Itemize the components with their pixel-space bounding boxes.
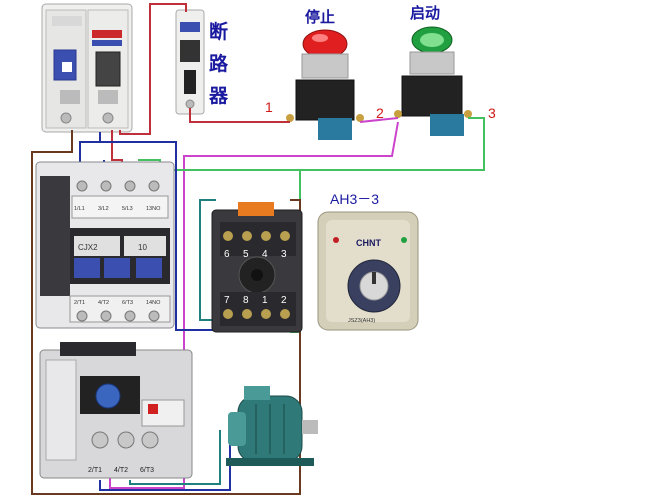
time-relay [317, 211, 419, 331]
thermal-terminal-1: 2/T1 [88, 467, 102, 474]
timer-brand: CHNT [356, 238, 381, 248]
electric-motor [226, 386, 318, 466]
contactor-model: CJX2 [78, 243, 98, 252]
contactor-terminal-top-3: 5/L3 [122, 206, 133, 212]
thermal-terminal-2: 4/T2 [114, 467, 128, 474]
start-pushbutton [394, 26, 472, 136]
contactor-terminal-top-4: 13NO [146, 206, 161, 212]
ac-contactor [35, 161, 175, 329]
stop-button-label: 停止 [305, 8, 335, 26]
relay-terminal-2: 2 [281, 295, 287, 306]
wire-brown-outer [31, 130, 301, 495]
breaker-label-1: 断 [209, 20, 228, 43]
contactor-terminal-top-2: 3/L2 [98, 206, 109, 212]
contactor-rating: 10 [138, 243, 147, 252]
breaker-label-2: 路 [209, 52, 229, 75]
thermal-overload-relay [39, 342, 193, 479]
start-button-label: 启动 [410, 4, 440, 22]
wire-red-stop-feed [189, 108, 290, 123]
contactor-terminal-bottom-3: 6/T3 [122, 300, 133, 306]
stop-pushbutton [286, 29, 364, 140]
wire-magenta-stop-start [359, 117, 399, 123]
contactor-terminal-bottom-1: 2/T1 [74, 300, 85, 306]
wire-number-1: 1 [265, 99, 273, 115]
relay-terminal-7: 7 [224, 295, 230, 306]
relay-terminal-4: 4 [262, 249, 268, 260]
contactor-terminal-top-1: 1/L1 [74, 206, 85, 212]
breaker-label-3: 器 [208, 85, 229, 107]
relay-socket-base [211, 202, 303, 333]
wire-number-3: 3 [488, 105, 496, 121]
wire-red-breaker-feed [119, 3, 187, 135]
circuit-breaker [175, 9, 205, 115]
thermal-terminal-3: 6/T3 [140, 467, 154, 474]
wire-number-2: 2 [376, 105, 384, 121]
relay-terminal-3: 3 [281, 249, 287, 260]
timer-model-label: AH3－3 [330, 191, 379, 207]
residual-current-breaker [41, 3, 133, 133]
contactor-terminal-bottom-2: 4/T2 [98, 300, 109, 306]
relay-terminal-6: 6 [224, 249, 230, 260]
wire-motor-2 [129, 430, 221, 485]
wire-magenta-bottom [109, 121, 399, 489]
relay-terminal-5: 5 [243, 249, 249, 260]
timer-model-plate: JSZ3(AH3) [348, 318, 375, 324]
contactor-terminal-bottom-4: 14NO [146, 300, 161, 306]
relay-terminal-1: 1 [262, 295, 268, 306]
relay-terminal-8: 8 [243, 295, 249, 306]
